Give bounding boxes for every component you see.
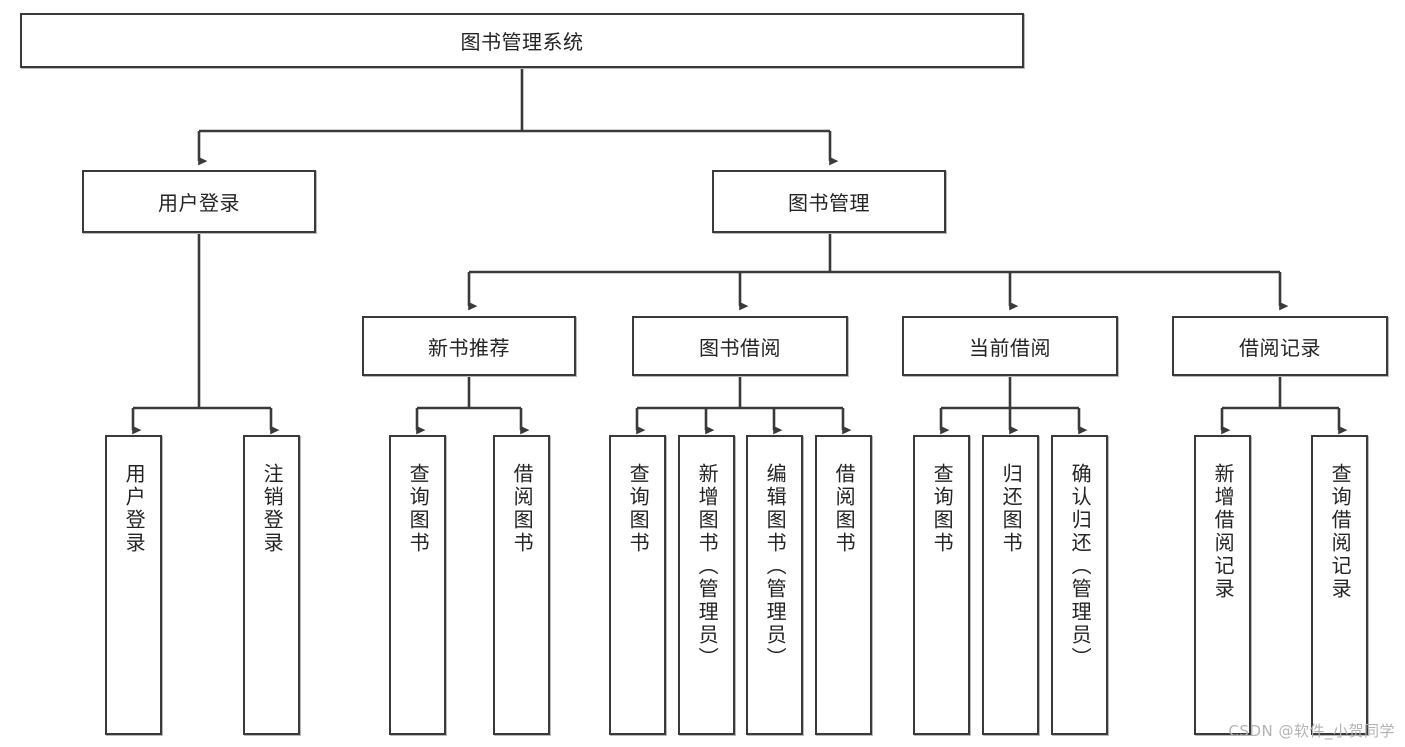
node-label: 注销登录 xyxy=(260,463,285,555)
node-label: 借阅图书 xyxy=(510,463,535,555)
node-label: 图书借阅 xyxy=(699,335,781,360)
node-label: 借阅图书 xyxy=(832,463,857,555)
node-label: 用户登录 xyxy=(122,463,147,555)
node-label: 新书推荐 xyxy=(428,335,510,360)
node-label: 新增图书（管理员） xyxy=(695,463,720,670)
node-label: 编辑图书（管理员） xyxy=(763,463,788,670)
node-current-borrow[interactable]: 当前借阅 xyxy=(902,316,1118,376)
leaf-borrow-book[interactable]: 借阅图书 xyxy=(815,435,872,735)
leaf-confirm-return-admin[interactable]: 确认归还（管理员） xyxy=(1051,435,1108,735)
node-label: 用户登录 xyxy=(158,191,240,215)
node-label: 查询图书 xyxy=(406,463,431,555)
leaf-add-book-admin[interactable]: 新增图书（管理员） xyxy=(678,435,735,735)
node-label: 查询图书 xyxy=(626,463,651,555)
node-label: 图书管理 xyxy=(788,191,870,215)
leaf-query-book-borrow[interactable]: 查询图书 xyxy=(609,435,666,735)
node-label: 当前借阅 xyxy=(969,335,1051,360)
leaf-query-borrow-record[interactable]: 查询借阅记录 xyxy=(1311,435,1368,735)
node-book-management[interactable]: 图书管理 xyxy=(712,170,946,233)
node-borrow-record[interactable]: 借阅记录 xyxy=(1172,316,1388,376)
node-label: 归还图书 xyxy=(999,463,1024,555)
node-new-book-recommend[interactable]: 新书推荐 xyxy=(362,316,576,376)
leaf-query-book-recommend[interactable]: 查询图书 xyxy=(389,435,446,735)
node-user-login[interactable]: 用户登录 xyxy=(82,170,316,233)
node-label: 确认归还（管理员） xyxy=(1068,463,1093,670)
node-label: 图书管理系统 xyxy=(460,30,584,54)
node-label: 查询图书 xyxy=(930,463,955,555)
leaf-edit-book-admin[interactable]: 编辑图书（管理员） xyxy=(746,435,803,735)
node-label: 新增借阅记录 xyxy=(1211,463,1236,601)
leaf-borrow-book-recommend[interactable]: 借阅图书 xyxy=(493,435,550,735)
leaf-add-borrow-record[interactable]: 新增借阅记录 xyxy=(1194,435,1251,735)
leaf-logout[interactable]: 注销登录 xyxy=(243,435,300,735)
node-root-system[interactable]: 图书管理系统 xyxy=(20,13,1024,68)
node-label: 查询借阅记录 xyxy=(1328,463,1353,601)
leaf-return-book[interactable]: 归还图书 xyxy=(982,435,1039,735)
node-book-borrow[interactable]: 图书借阅 xyxy=(632,316,848,376)
watermark-text: CSDN @软件_小贺同学 xyxy=(1228,722,1395,740)
leaf-user-login[interactable]: 用户登录 xyxy=(105,435,162,735)
node-label: 借阅记录 xyxy=(1239,335,1321,360)
leaf-query-book-current[interactable]: 查询图书 xyxy=(913,435,970,735)
